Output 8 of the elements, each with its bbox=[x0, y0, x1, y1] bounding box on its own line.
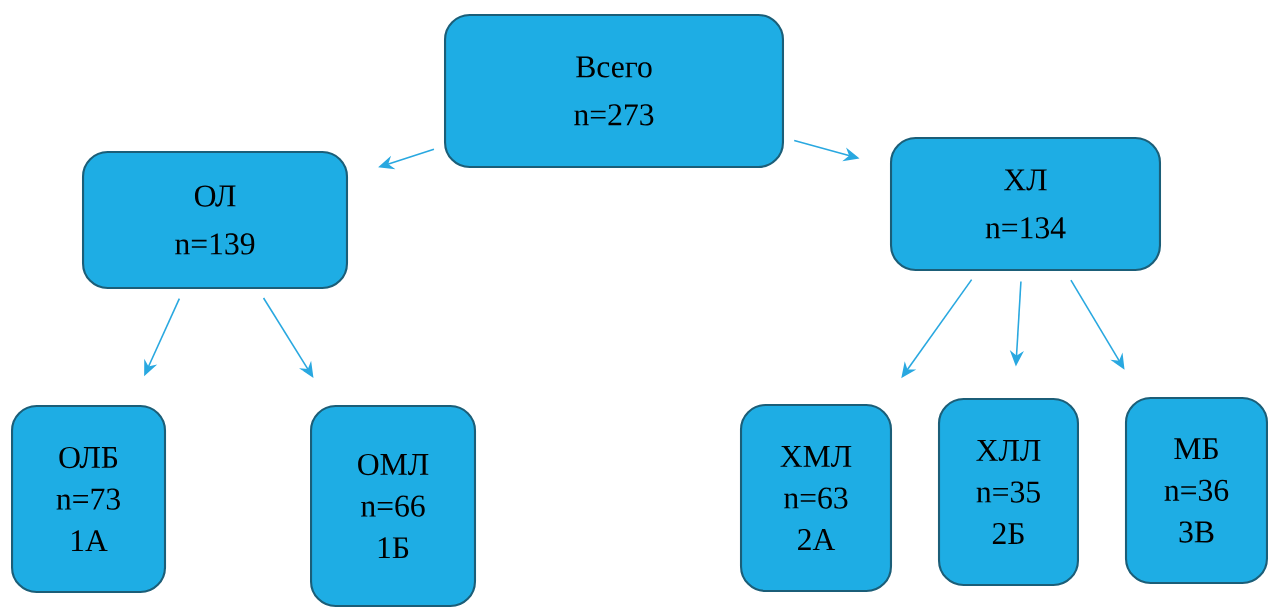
group-box: ХМЛ n=63 2А bbox=[739, 403, 893, 593]
group-box: Всего n=273 bbox=[444, 13, 785, 169]
group-box: МБ n=36 3В bbox=[1124, 396, 1269, 585]
group-box: ХЛЛ n=35 2Б bbox=[937, 397, 1080, 587]
group-box: ХЛ n=134 bbox=[889, 136, 1162, 272]
group-box: ОЛБ n=73 1А bbox=[10, 404, 167, 594]
group-box: ОМЛ n=66 1Б bbox=[309, 404, 477, 608]
group-box: ОЛ n=139 bbox=[82, 150, 349, 290]
